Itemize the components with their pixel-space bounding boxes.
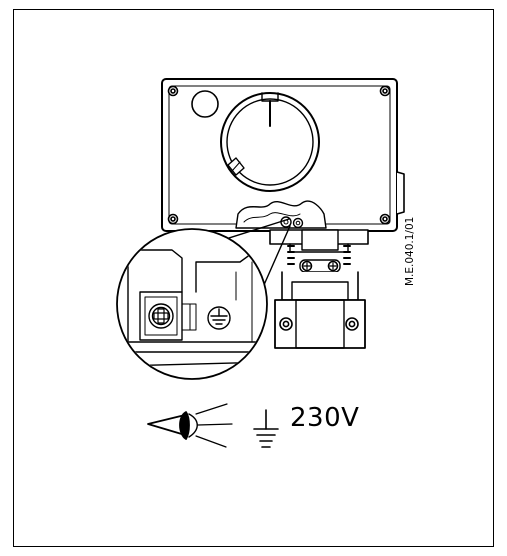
ground-symbol-icon	[253, 409, 279, 448]
terminal-strip	[235, 200, 327, 229]
mounting-bracket	[269, 229, 369, 349]
position-indicator-dial	[220, 92, 320, 192]
magnified-detail	[116, 228, 268, 380]
housing-screw-icon	[167, 85, 391, 225]
voltage-label: 230V	[290, 403, 360, 433]
actuator-housing	[161, 78, 405, 232]
base-screw-icon	[279, 317, 359, 331]
document-code: M.E.040.1/01	[404, 216, 416, 286]
ground-screw-icon	[207, 306, 231, 330]
sight-lines	[195, 403, 233, 448]
screw-terminal-icon	[148, 303, 174, 329]
eye-icon	[147, 411, 198, 440]
housing-plug	[191, 90, 219, 118]
